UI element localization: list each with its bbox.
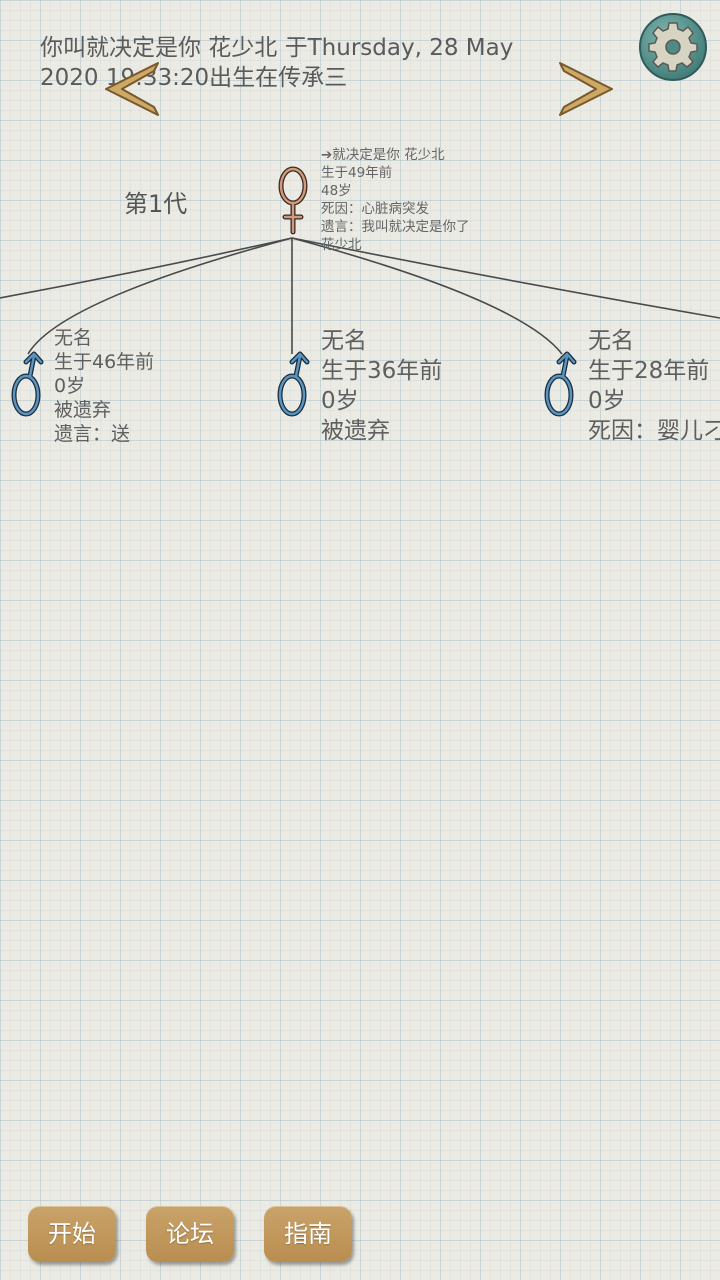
child-3-cause-of-death: 死因：婴儿刁 — [588, 418, 720, 444]
root-age: 48岁 — [321, 183, 352, 199]
female-symbol-icon — [278, 166, 308, 235]
child-2-age: 0岁 — [321, 388, 359, 414]
male-symbol-icon — [11, 351, 44, 417]
child-1-name: 无名 — [54, 327, 93, 349]
guide-button[interactable]: 指南 — [264, 1206, 352, 1262]
child-node-2[interactable] — [274, 350, 314, 422]
child-2-birth: 生于36年前 — [321, 358, 443, 384]
root-birth: 生于49年前 — [321, 165, 393, 181]
root-last-words-cont: 花少北 — [321, 237, 362, 253]
root-last-words: 遗言：我叫就决定是你了 — [321, 219, 470, 235]
prev-button[interactable] — [100, 57, 164, 121]
connector-child-3 — [291, 237, 563, 355]
child-node-3[interactable] — [541, 350, 581, 422]
child-info-3: 无名 生于28年前 0岁 死因：婴儿刁 — [588, 326, 720, 446]
chevron-right-icon — [559, 62, 613, 116]
child-1-birth: 生于46年前 — [54, 351, 155, 373]
child-info-1: 无名 生于46年前 0岁 被遗弃 遗言：送 — [54, 326, 154, 446]
child-1-age: 0岁 — [54, 375, 86, 397]
root-name: ➔就决定是你 花少北 — [321, 147, 445, 163]
connector-offscreen-right — [291, 237, 720, 319]
child-3-birth: 生于28年前 — [588, 358, 710, 384]
child-3-age: 0岁 — [588, 388, 626, 414]
chevron-left-icon — [105, 62, 159, 116]
child-3-name: 无名 — [588, 328, 634, 354]
male-symbol-icon — [544, 351, 577, 417]
child-2-name: 无名 — [321, 328, 367, 354]
root-info: ➔就决定是你 花少北 生于49年前 48岁 死因：心脏病突发 遗言：我叫就决定是… — [321, 146, 470, 254]
child-1-last-words: 遗言：送 — [54, 423, 131, 445]
root-node[interactable] — [270, 162, 316, 242]
child-1-status: 被遗弃 — [54, 399, 112, 421]
root-cause-of-death: 死因：心脏病突发 — [321, 201, 429, 217]
child-info-2: 无名 生于36年前 0岁 被遗弃 — [321, 326, 442, 446]
connector-child-1 — [27, 237, 293, 355]
start-button[interactable]: 开始 — [28, 1206, 116, 1262]
male-symbol-icon — [277, 351, 310, 417]
generation-label: 第1代 — [124, 190, 188, 218]
child-2-status: 被遗弃 — [321, 418, 390, 444]
child-node-1[interactable] — [8, 350, 48, 422]
next-button[interactable] — [554, 57, 618, 121]
forum-button[interactable]: 论坛 — [146, 1206, 234, 1262]
gear-icon — [639, 13, 707, 81]
settings-button[interactable] — [638, 12, 708, 82]
connector-offscreen-left — [0, 237, 293, 299]
